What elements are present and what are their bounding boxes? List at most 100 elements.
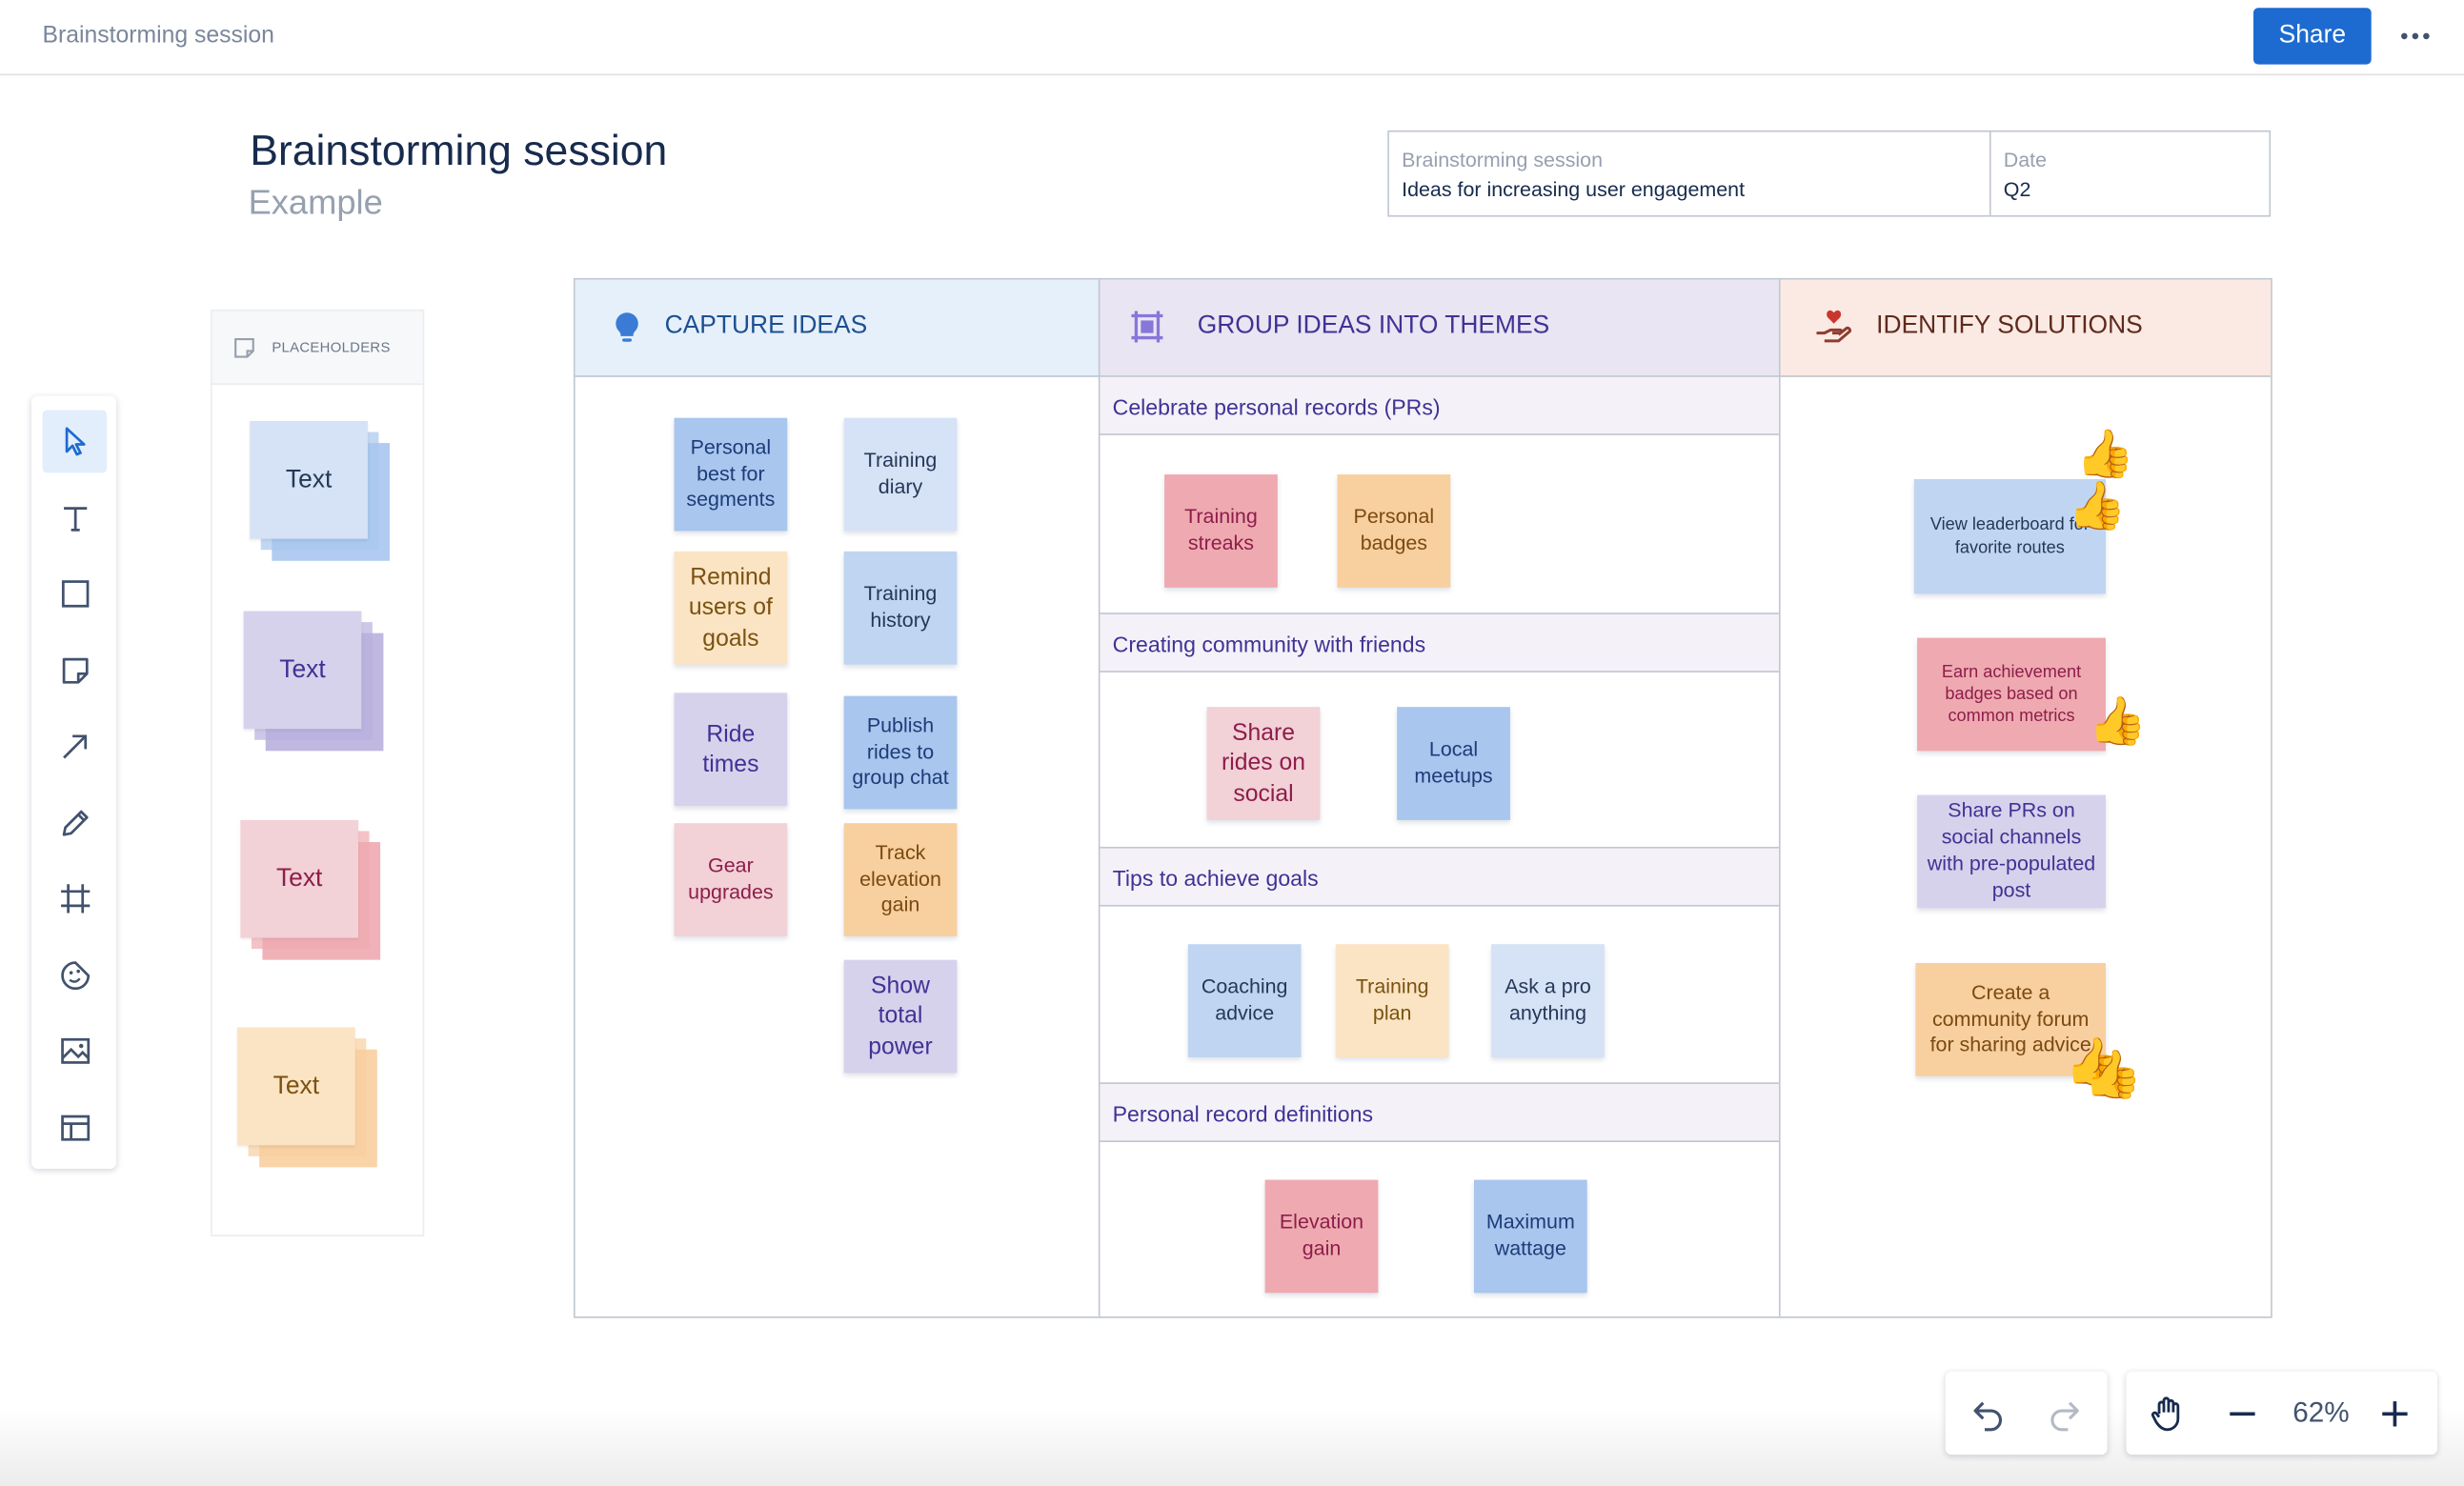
sticky-note-icon	[61, 657, 88, 684]
brainstorm-board: CAPTURE IDEAS GROUP IDEAS INTO THEMES ID…	[573, 277, 2272, 1318]
theme-sticky[interactable]: Training streaks	[1164, 474, 1278, 588]
zoom-controls: 62%	[2126, 1371, 2437, 1456]
pen-tool-button[interactable]	[43, 792, 108, 854]
redo-icon	[2050, 1401, 2079, 1432]
undo-icon	[1973, 1401, 2003, 1432]
placeholder-sticky[interactable]: Text	[237, 1027, 355, 1146]
image-tool-button[interactable]	[43, 1019, 108, 1082]
solution-sticky[interactable]: View leaderboard for favorite routes	[1913, 479, 2106, 594]
placeholder-stack[interactable]: Text	[237, 1027, 394, 1185]
share-button[interactable]: Share	[2252, 8, 2372, 65]
idea-sticky[interactable]: Ride times	[674, 693, 788, 807]
session-cell[interactable]: Brainstorming session Ideas for increasi…	[1389, 131, 1991, 215]
template-tool-button[interactable]	[43, 1096, 108, 1159]
thumbs-up-vote-icon[interactable]: 👍	[2075, 429, 2135, 481]
solution-sticky[interactable]: Share PRs on social channels with pre-po…	[1917, 794, 2106, 909]
pen-icon	[61, 810, 88, 836]
undo-button[interactable]	[1966, 1392, 2010, 1436]
sticker-tool-button[interactable]	[43, 944, 108, 1007]
group-ideas-header[interactable]: GROUP IDEAS INTO THEMES	[1100, 279, 1779, 377]
placeholder-stack[interactable]: Text	[250, 420, 407, 578]
idea-sticky[interactable]: Show total power	[843, 959, 958, 1074]
session-value: Ideas for increasing user engagement	[1402, 177, 1746, 202]
thumbs-up-vote-icon[interactable]: 👍	[2068, 480, 2128, 533]
theme-header[interactable]: Celebrate personal records (PRs)	[1100, 375, 1779, 435]
date-value: Q2	[2003, 177, 2031, 202]
thumbs-up-vote-icon[interactable]: 👍	[2065, 1036, 2124, 1089]
pointer-icon	[64, 427, 85, 456]
sticky-note-icon	[234, 337, 254, 358]
session-info-table: Brainstorming session Ideas for increasi…	[1387, 130, 2272, 217]
thumbs-up-vote-icon[interactable]: 👍	[2088, 695, 2148, 749]
frame-icon	[60, 884, 90, 914]
placeholder-sticky[interactable]: Text	[240, 819, 359, 938]
text-icon	[63, 507, 87, 532]
idea-sticky[interactable]: Gear upgrades	[674, 823, 788, 936]
thumbs-up-vote-icon[interactable]: 👍	[2083, 1049, 2143, 1102]
theme-sticky[interactable]: Coaching advice	[1187, 944, 1302, 1057]
lightbulb-icon	[616, 312, 638, 342]
idea-sticky[interactable]: Track elevation gain	[843, 823, 958, 936]
page-title[interactable]: Brainstorming session	[250, 127, 668, 175]
solution-sticky[interactable]: Earn achievement badges based on common …	[1917, 637, 2106, 752]
placeholders-label: PLACEHOLDERS	[272, 339, 391, 355]
top-bar: Brainstorming session Share	[0, 0, 2464, 76]
image-icon	[60, 1037, 90, 1064]
capture-ideas-header[interactable]: CAPTURE IDEAS	[575, 279, 1101, 377]
idea-sticky[interactable]: Personal best for segments	[674, 417, 788, 532]
sticker-icon	[60, 961, 90, 991]
zoom-level[interactable]: 62%	[2292, 1396, 2350, 1429]
idea-sticky[interactable]: Remind users of goals	[674, 551, 788, 665]
theme-sticky[interactable]: Share rides on social	[1206, 707, 1321, 820]
line-tool-button[interactable]	[43, 714, 108, 777]
theme-sticky[interactable]: Ask a pro anything	[1491, 944, 1605, 1057]
date-cell[interactable]: Date Q2	[1991, 132, 2270, 215]
redo-button[interactable]	[2043, 1392, 2087, 1436]
theme-sticky[interactable]: Local meetups	[1397, 707, 1510, 820]
pan-hand-button[interactable]	[2145, 1392, 2189, 1436]
theme-sticky[interactable]: Maximum wattage	[1473, 1179, 1587, 1294]
placeholder-stack[interactable]: Text	[240, 819, 397, 977]
zoom-out-button[interactable]	[2220, 1392, 2264, 1436]
theme-title: Tips to achieve goals	[1112, 865, 1319, 892]
theme-title: Celebrate personal records (PRs)	[1112, 393, 1441, 420]
placeholders-header: PLACEHOLDERS	[212, 311, 423, 386]
date-label: Date	[2003, 148, 2048, 171]
theme-sticky[interactable]: Training plan	[1335, 944, 1449, 1057]
text-tool-button[interactable]	[43, 487, 108, 550]
identify-solutions-header[interactable]: IDENTIFY SOLUTIONS	[1778, 279, 2272, 377]
theme-header[interactable]: Tips to achieve goals	[1100, 846, 1779, 907]
theme-sticky[interactable]: Personal badges	[1337, 474, 1451, 588]
idea-sticky[interactable]: Training diary	[843, 417, 958, 532]
theme-title: Creating community with friends	[1112, 631, 1426, 657]
more-options-icon[interactable]	[2390, 12, 2440, 59]
sticky-tool-button[interactable]	[43, 639, 108, 702]
placeholder-stack[interactable]: Text	[243, 611, 401, 769]
hand-icon	[2151, 1396, 2180, 1432]
history-controls	[1945, 1371, 2108, 1456]
template-icon	[60, 1114, 90, 1141]
frame-tool-button[interactable]	[43, 867, 108, 930]
placeholder-sticky[interactable]: Text	[243, 611, 362, 730]
column-divider	[1778, 279, 1781, 1317]
square-icon	[61, 580, 89, 608]
theme-title: Personal record definitions	[1112, 1101, 1374, 1127]
arrow-icon	[62, 734, 87, 759]
plus-icon	[2382, 1401, 2408, 1427]
theme-sticky[interactable]: Elevation gain	[1264, 1179, 1379, 1294]
group-frame-icon	[1131, 311, 1163, 343]
tool-palette	[30, 395, 117, 1170]
zoom-in-button[interactable]	[2373, 1392, 2416, 1436]
hand-heart-icon	[1816, 310, 1852, 343]
idea-sticky[interactable]: Training history	[843, 551, 958, 665]
shape-tool-button[interactable]	[43, 562, 108, 625]
app-title: Brainstorming session	[42, 22, 274, 50]
select-tool-button[interactable]	[42, 410, 108, 473]
placeholder-sticky[interactable]: Text	[250, 420, 368, 539]
page-subtitle[interactable]: Example	[248, 182, 383, 222]
theme-header[interactable]: Personal record definitions	[1100, 1082, 1779, 1142]
idea-sticky[interactable]: Publish rides to group chat	[843, 695, 958, 810]
solution-sticky[interactable]: Create a community forum for sharing adv…	[1915, 962, 2106, 1076]
theme-header[interactable]: Creating community with friends	[1100, 612, 1779, 673]
